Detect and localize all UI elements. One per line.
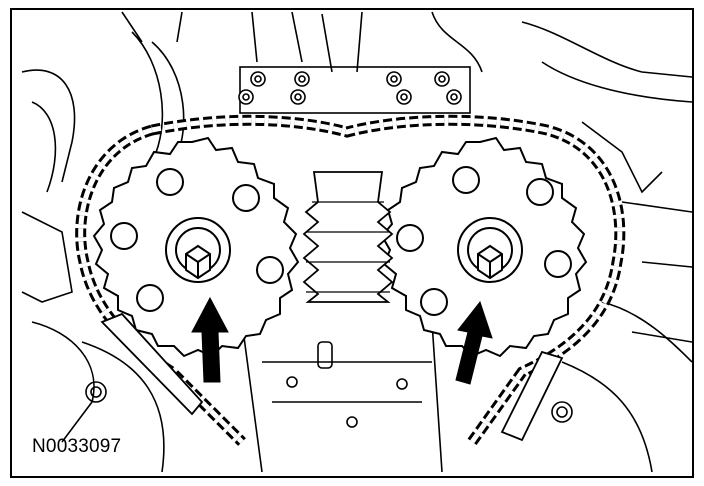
timing-chain-illustration <box>21 11 692 473</box>
illustration-frame: N0033097 <box>10 8 694 478</box>
left-camshaft-sprocket <box>92 136 300 358</box>
left-camshaft-bolt-arrow <box>191 296 229 383</box>
right-camshaft-sprocket <box>380 136 588 358</box>
figure-id-label: N0033097 <box>32 436 122 457</box>
cover-bolts <box>238 66 471 114</box>
center-housing <box>302 171 394 303</box>
engine-block-lines <box>21 11 692 473</box>
timing-chain <box>75 114 626 446</box>
chain-guides <box>100 312 564 442</box>
right-camshaft-bolt-arrow <box>455 300 493 385</box>
